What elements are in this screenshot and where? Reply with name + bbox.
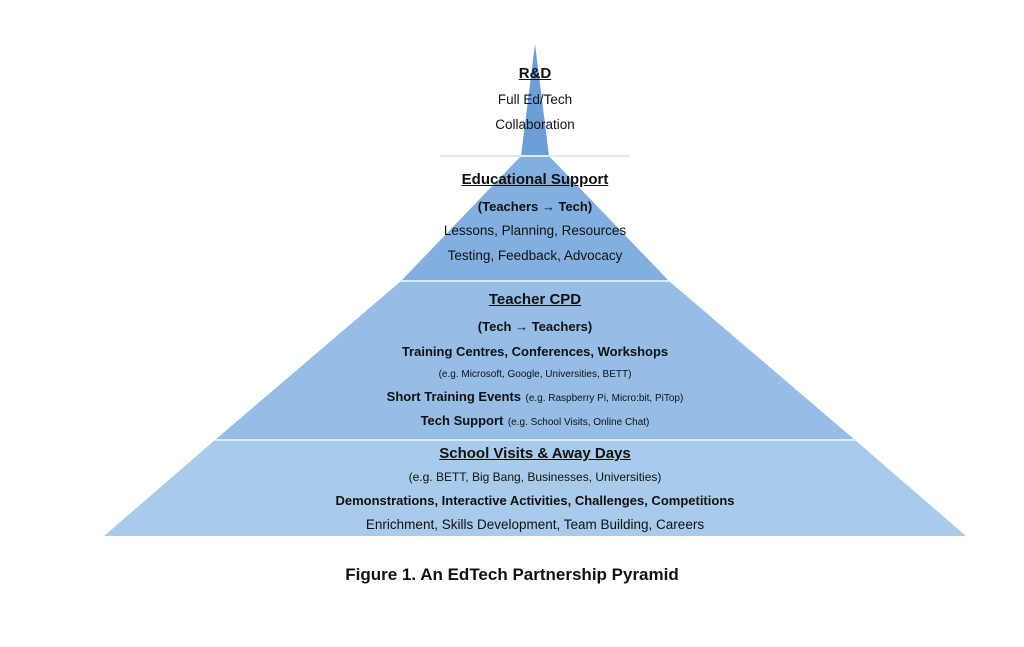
tech-support-examples: (e.g. School Visits, Online Chat) (507, 417, 650, 428)
tier-base-school-visits (104, 440, 966, 536)
tier-line: Lessons, Planning, Resources (443, 223, 627, 238)
tier-line: Full Ed/Tech (497, 92, 573, 107)
tier-top-rnd (521, 44, 549, 156)
tech-support-line: Tech Support (e.g. School Visits, Online… (185, 412, 885, 430)
tier-outcomes: Enrichment, Skills Development, Team Bui… (365, 517, 705, 532)
tier-examples: (e.g. BETT, Big Bang, Businesses, Univer… (408, 470, 662, 484)
tier-activities: Demonstrations, Interactive Activities, … (335, 493, 735, 508)
tech-support-label: Tech Support (420, 413, 504, 428)
tier-line: Testing, Feedback, Advocacy (447, 248, 623, 263)
tier-heading-school-visits: School Visits & Away Days (439, 445, 631, 462)
short-events-line: Short Training Events (e.g. Raspberry Pi… (185, 388, 885, 406)
tier-educational-support (401, 156, 669, 281)
training-line: Training Centres, Conferences, Workshops (401, 344, 669, 359)
short-events-examples: (e.g. Raspberry Pi, Micro:bit, PiTop) (525, 393, 684, 404)
tier-direction: (Teachers → Tech) (477, 199, 593, 214)
tier-teacher-cpd (215, 281, 855, 440)
figure-caption: Figure 1. An EdTech Partnership Pyramid (345, 565, 679, 584)
short-events-label: Short Training Events (386, 389, 522, 404)
tier-heading-teacher-cpd: Teacher CPD (488, 291, 582, 308)
tier-heading-educational-support: Educational Support (461, 171, 609, 188)
tier-heading-rnd: R&D (518, 65, 552, 82)
tier-direction: (Tech → Teachers) (477, 319, 593, 334)
training-examples: (e.g. Microsoft, Google, Universities, B… (438, 369, 632, 380)
tier-line: Collaboration (495, 117, 575, 132)
